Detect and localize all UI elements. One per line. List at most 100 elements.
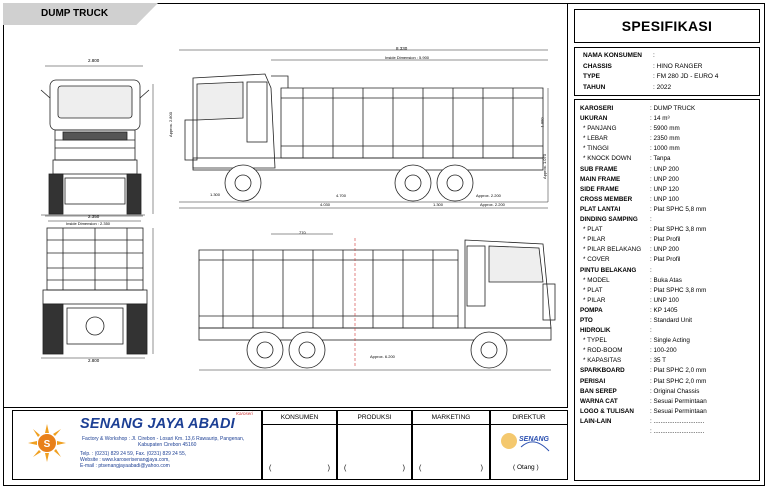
spec-key: UKURAN [580,115,608,123]
spec-row: * TINGGI: 1000 mm [580,144,759,154]
spec-row: LAIN-LAIN: ............................. [580,417,759,427]
spec-row: : ............................. [580,427,759,437]
spec-key: PERISAI [580,377,606,385]
spec-row: UKURAN : 14 m³ [580,114,759,124]
dim-h3: Approx. 1.070 [541,154,547,179]
company-phone: Telp. : (0231) 829 24 59, Fax. (0231) 82… [80,451,187,457]
info-key: TYPE [583,73,600,81]
spec-value: : Plat SPHC 3,8 mm [650,286,707,294]
signature-marketing: MARKETING () [412,410,490,480]
spec-key: * MODEL [583,276,610,284]
spec-row: PLAT LANTAI : Plat SPHC 5,8 mm [580,205,759,215]
spec-value: : [650,327,652,335]
spec-value: : Buka Atas [650,276,682,284]
spec-value: : Plat Profil [650,236,681,244]
dim-approx-bottom: Approx. 6.200 [370,354,395,359]
spec-row: WARNA CAT : Sesuai Permintaan [580,397,759,407]
spec-value: : Single Acting [650,337,690,345]
dim-side2-top: 770 [299,230,306,235]
spec-row: SPARKBOARD: Plat SPHC 2,0 mm [580,366,759,376]
spec-key: * KAPASITAS [583,357,622,365]
title-block [3,407,568,486]
spec-value: : Sesuai Permintaan [650,397,707,405]
spec-value: : 14 m³ [650,115,670,123]
spec-key: PTO [580,316,593,324]
spec-key: LAIN-LAIN [580,417,612,425]
spec-value: : Sesuai Permintaan [650,407,707,415]
stamp-logo-icon: SENANG [501,433,550,452]
company-email: E-mail : ptsenangjayaabadi@yahoo.com [80,463,170,469]
spec-row: * ROD-BOOM : 100-200 [580,346,759,356]
spec-value: : Plat SPHC 5,8 mm [650,205,707,213]
dim-d4: 1.300 [433,202,444,207]
dim-inside-top: Inside Dimension : 5.900 [385,55,430,60]
spec-value: : Plat Profil [650,256,681,264]
side-view-top-drawing [179,49,549,209]
drawing-area [3,3,568,407]
spec-key: MAIN FRAME [580,175,621,183]
spec-row: HIDROLIK: [580,326,759,336]
spec-row: LOGO & TULISAN : Sesuai Permintaan [580,407,759,417]
spec-value: : UNP 100 [650,195,679,203]
company-logo-icon: S [28,424,66,462]
spec-row: * MODEL : Buka Atas [580,276,759,286]
svg-text:S: S [44,439,51,450]
spec-key: BAN SEREP [580,387,617,395]
spec-value: : UNP 200 [650,175,679,183]
title-tab: DUMP TRUCK [3,3,158,25]
spec-row: MAIN FRAME : UNP 200 [580,175,759,185]
spec-key: * PANJANG [583,125,617,133]
spec-row: SIDE FRAME: UNP 120 [580,185,759,195]
spec-key: * PLAT [583,286,603,294]
spec-key: * KNOCK DOWN [583,155,632,163]
spec-row: CROSS MEMBER : UNP 100 [580,195,759,205]
company-website: Website : www.karoserisenangjaya.com, [80,457,170,463]
spec-value: : Original Chassis [650,387,700,395]
spec-value: : UNP 120 [650,185,679,193]
spec-value: : KP 1405 [650,306,678,314]
spec-key: CROSS MEMBER [580,195,633,203]
spec-row: * LEBAR : 2350 mm [580,134,759,144]
spec-row: * TYPEL : Single Acting [580,336,759,346]
info-row: TYPE: FM 280 JD - EURO 4 [583,72,759,83]
svg-text:SENANG: SENANG [519,436,550,443]
spec-value: : 2350 mm [650,135,680,143]
spec-key: * TINGGI [583,145,609,153]
signature-direktur: DIREKTUR SENANG ( Otang ) [490,410,568,480]
spec-value: : DUMP TRUCK [650,105,696,112]
side-view-bottom-drawing [198,233,556,371]
company-tag: Karoseri [236,411,253,416]
spec-key: POMPA [580,306,603,314]
spec-row: * COVER: Plat Profil [580,255,759,265]
dim-h1: Approx. 2.800 [167,112,173,137]
spec-value: : 100-200 [650,347,677,355]
spec-list-box: KAROSERI : DUMP TRUCK UKURAN : 14 m³ * PANJA… [574,99,760,481]
info-row: NAMA KONSUMEN: [583,51,759,62]
spec-key: PLAT LANTAI [580,205,621,213]
spec-key: SPARKBOARD [580,367,625,375]
info-value: : HINO RANGER [653,62,703,70]
spec-key: KAROSERI [580,105,614,112]
spec-key: WARNA CAT [580,397,618,405]
company-name-main: SENANG JAYA [80,416,188,432]
dim-d1: 1.300 [210,192,221,197]
company-address2: Kabupaten Cirebon 45160 [138,442,197,448]
signature-produksi: PRODUKSI () [337,410,412,480]
company-box [12,410,262,480]
signature-label: PRODUKSI [338,411,411,425]
spec-row: DINDING SAMPING: [580,215,759,225]
spec-key: * ROD-BOOM [583,347,623,355]
spec-row: BAN SEREP : Original Chassis [580,387,759,397]
spec-key [580,427,650,437]
dim-rear-width: 2.350 [88,214,100,219]
signature-label: DIREKTUR [491,411,567,425]
spec-key: SUB FRAME [580,165,618,173]
spec-row: * PLAT : Plat SPHC 3,8 mm [580,286,759,296]
info-row: TAHUN: 2022 [583,83,759,94]
spec-key: * TYPEL [583,337,608,345]
spec-title: SPESIFIKASI [574,9,760,43]
spec-value: : [650,266,652,274]
spec-key: * LEBAR [583,135,608,143]
spec-key: LOGO & TULISAN [580,407,634,415]
